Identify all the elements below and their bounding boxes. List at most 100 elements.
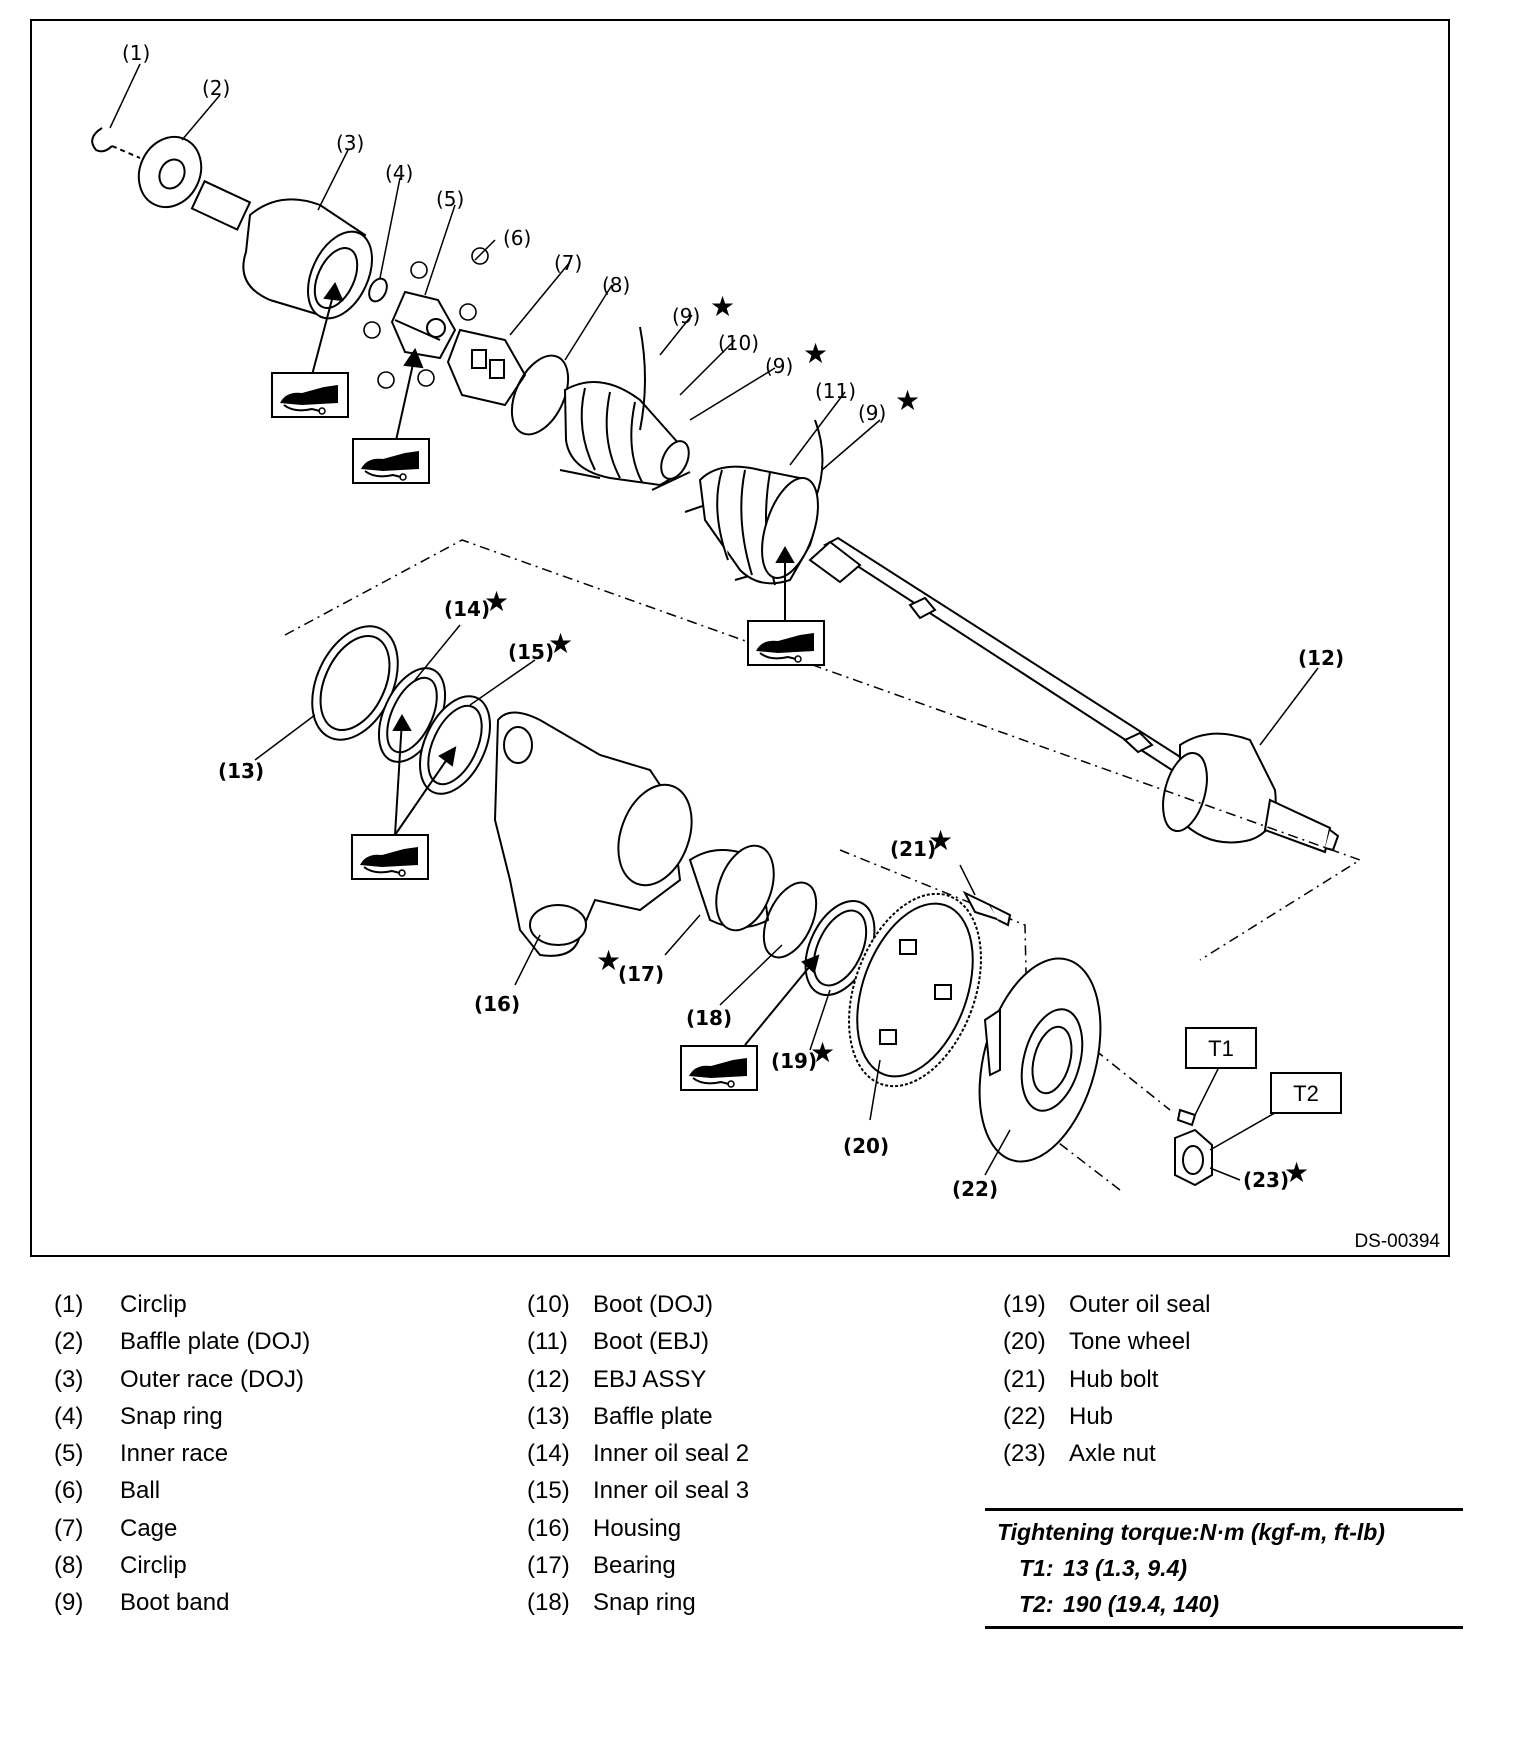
circlip-1 [91,127,141,159]
legend-item: (16)Housing [527,1510,749,1547]
legend-item-name: Bearing [593,1552,676,1580]
figure-id: DS-00394 [1354,1231,1440,1252]
star-icon: ★ [1284,1156,1309,1189]
callout-2: (2) [202,76,230,100]
callout-23: (23) [1243,1168,1289,1192]
legend-item-number: (7) [54,1514,84,1542]
legend-item-number: (12) [527,1365,570,1393]
callout-3: (3) [336,131,364,155]
legend-item-number: (13) [527,1402,570,1430]
legend-item: (2)Baffle plate (DOJ) [54,1323,310,1360]
callout-16: (16) [474,992,520,1016]
torque-title: Tightening torque:N·m (kgf-m, ft-lb) [997,1519,1385,1545]
legend-item-number: (20) [1003,1328,1046,1356]
star-icon: ★ [710,290,735,323]
callout-9a: (9) [672,304,700,328]
legend-item: (21) Hub bolt [1003,1361,1210,1398]
legend-item-name: Inner oil seal 3 [593,1477,750,1505]
callout-19: (19) [771,1049,817,1073]
hub [978,957,1102,1163]
legend-column-3: (19)Outer oil seal(20)Tone wheel (21) Hub … [1003,1286,1210,1472]
legend-item: (4)Snap ring [54,1398,310,1435]
grease-icon [747,620,825,666]
legend-item-number: (11) [527,1328,568,1356]
legend-item: (3)Outer race (DOJ) [54,1361,310,1398]
star-icon: ★ [484,585,509,618]
legend-column-1: (1) Circlip (2)Baffle plate (DOJ)(3)Outer … [54,1286,310,1622]
legend-item-name: Hub bolt [1069,1365,1159,1393]
legend-item-number: (18) [527,1589,570,1617]
cage [446,328,527,407]
t1-bolt [1176,1108,1197,1127]
legend-item: (18) Snap ring [527,1584,749,1621]
leader-lines [109,63,1319,1181]
star-icon: ★ [928,824,953,857]
torque-row-t1: T1: 13 (1.3, 9.4) [985,1550,1463,1586]
legend-item: (20)Tone wheel [1003,1323,1210,1360]
legend-item-name: Circlip [120,1291,187,1318]
legend-item-number: (1) [54,1291,84,1318]
legend-item-name: Snap ring [593,1589,696,1617]
callout-17: (17) [618,962,664,986]
legend-item: (11) Boot (EBJ) [527,1323,749,1360]
grease-icon [351,834,429,880]
legend-item-name: EBJ ASSY [593,1365,707,1393]
legend-item-name: Snap ring [120,1402,223,1430]
legend-item-name: Axle nut [1069,1440,1156,1468]
legend-item-name: Boot (DOJ) [593,1291,714,1318]
legend-item-name: Boot band [120,1589,230,1617]
legend-column-2: (10)Boot (DOJ)(11)Boot (EBJ)(12)EBJ ASSY… [527,1286,749,1622]
torque-value: 190 (19.4, 140) [1063,1591,1220,1617]
legend-item-number: (3) [54,1365,84,1393]
svg-text:T1: T1 [1208,1036,1234,1061]
legend-item: (6)Ball [54,1472,310,1509]
legend-item-number: (22) [1003,1402,1046,1430]
legend-item: (14)Inner oil seal 2 [527,1435,749,1472]
legend-item-number: (5) [54,1440,84,1468]
legend-item: (19)Outer oil seal [1003,1286,1210,1323]
legend-item: (12) EBJ ASSY [527,1361,749,1398]
grease-icon [352,438,430,484]
baffle-plate-doj [137,135,203,209]
legend-item-number: (6) [54,1477,84,1505]
axle-nut [1174,1128,1213,1187]
ebj-assy [1162,732,1340,854]
callout-9c: (9) [858,401,886,425]
boot-doj [563,326,690,487]
torque-value: 13 (1.3, 9.4) [1063,1555,1188,1581]
legend-item-name: Boot (EBJ) [593,1328,710,1356]
legend-item-number: (14) [527,1440,570,1468]
legend-item-number: (21) [1003,1365,1046,1393]
legend-item-name: Circlip [120,1552,187,1580]
callout-18: (18) [686,1006,732,1030]
torque-key: T1: [1019,1555,1054,1581]
circlip-8 [510,354,570,436]
star-icon: ★ [596,944,621,977]
legend-item-number: (15) [527,1477,570,1505]
legend-item: (9) Boot band [54,1584,310,1621]
callout-5: (5) [436,187,464,211]
inner-race [390,290,457,360]
bearing [688,844,775,932]
legend-item-number: (9) [54,1589,84,1617]
grease-icon [680,1045,758,1091]
snap-ring-18 [762,881,818,959]
legend-item-number: (23) [1003,1440,1046,1468]
tone-wheel [848,892,982,1088]
snap-ring-4 [368,277,388,303]
outer-race-doj [190,179,373,320]
torque-spec-table: Tightening torque:N·m (kgf-m, ft-lb) T1:… [985,1508,1463,1629]
svg-text:T2: T2 [1293,1081,1319,1106]
callout-1: (1) [122,41,150,65]
callout-21: (21) [890,837,936,861]
star-icon: ★ [803,337,828,370]
callout-13: (13) [218,759,264,783]
callout-22: (22) [952,1177,998,1201]
callout-11: (11) [815,379,856,403]
legend-item-name: Baffle plate (DOJ) [120,1328,311,1356]
legend-item-name: Outer oil seal [1069,1291,1211,1318]
callout-15: (15) [508,640,554,664]
legend-item: (22)Hub [1003,1398,1210,1435]
legend-item: (8)Circlip [54,1547,310,1584]
